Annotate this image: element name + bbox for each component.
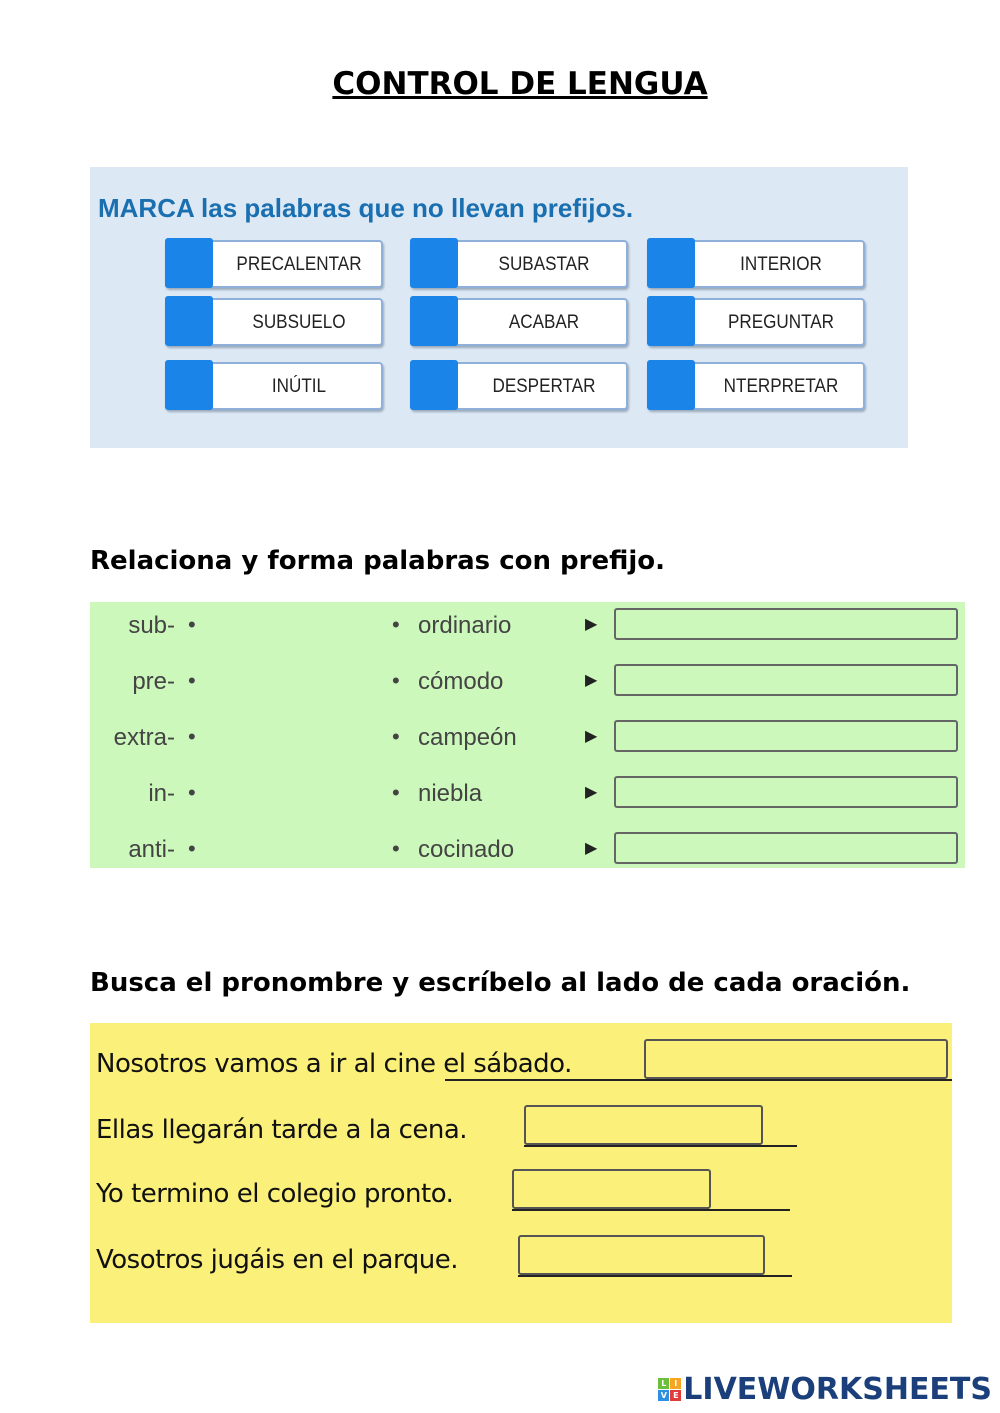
option-3[interactable]: SUBSUELO <box>165 296 383 346</box>
answer-input[interactable] <box>614 776 958 808</box>
sentence: Ellas llegarán tarde a la cena. <box>96 1115 468 1145</box>
sentence: Vosotros jugáis en el parque. <box>96 1245 458 1275</box>
option-7[interactable]: DESPERTAR <box>410 360 628 410</box>
arrow-icon: ▶ <box>585 728 598 745</box>
exercise-3-panel: Nosotros vamos a ir al cine el sábado. El… <box>90 1023 952 1323</box>
match-row: extra- • • campeón ▶ <box>90 718 965 758</box>
option-0[interactable]: PRECALENTAR <box>165 238 383 288</box>
option-label: PRECALENTAR <box>236 254 362 275</box>
arrow-icon: ▶ <box>585 672 598 689</box>
option-label: DESPERTAR <box>492 376 596 397</box>
page-title: CONTROL DE LENGUA <box>332 66 708 102</box>
prefix-dot[interactable]: • <box>188 724 196 749</box>
match-row: pre- • • cómodo ▶ <box>90 662 965 702</box>
exercise-2-instruction: Relaciona y forma palabras con prefijo. <box>90 546 666 576</box>
word-dot[interactable]: • <box>392 724 400 749</box>
option-2[interactable]: INTERIOR <box>647 238 865 288</box>
prefix: anti- <box>128 836 175 863</box>
exercise-1-panel: MARCA las palabras que no llevan prefijo… <box>90 167 908 448</box>
checkbox[interactable] <box>647 238 695 288</box>
option-5[interactable]: PREGUNTAR <box>647 296 865 346</box>
exercise-3-instruction: Busca el pronombre y escríbelo al lado d… <box>90 968 911 998</box>
checkbox[interactable] <box>410 296 458 346</box>
option-label: SUBSUELO <box>252 312 346 333</box>
option-label: INÚTIL <box>271 376 327 397</box>
option-label: ACABAR <box>508 312 580 333</box>
pronoun-answer-input[interactable] <box>518 1235 765 1275</box>
answer-input[interactable] <box>614 608 958 640</box>
option-1[interactable]: SUBASTAR <box>410 238 628 288</box>
answer-input[interactable] <box>614 720 958 752</box>
match-row: anti- • • cocinado ▶ <box>90 830 965 870</box>
option-label: PREGUNTAR <box>727 312 835 333</box>
prefix: sub- <box>128 612 175 639</box>
word: cocinado <box>418 836 515 863</box>
option-8[interactable]: NTERPRETAR <box>647 360 865 410</box>
option-label: NTERPRETAR <box>723 376 839 397</box>
answer-underline <box>518 1275 792 1277</box>
answer-underline <box>524 1145 797 1147</box>
prefix: pre- <box>132 668 175 695</box>
prefix-dot[interactable]: • <box>188 668 196 693</box>
checkbox[interactable] <box>647 360 695 410</box>
pronoun-answer-input[interactable] <box>512 1169 711 1209</box>
match-row: in- • • niebla ▶ <box>90 774 965 814</box>
answer-underline <box>445 1079 952 1081</box>
option-label: SUBASTAR <box>498 254 590 275</box>
answer-underline <box>512 1209 790 1211</box>
exercise-1-instruction: MARCA las palabras que no llevan prefijo… <box>98 193 634 223</box>
answer-input[interactable] <box>614 832 958 864</box>
arrow-icon: ▶ <box>585 840 598 857</box>
word-dot[interactable]: • <box>392 612 400 637</box>
word: campeón <box>418 724 517 751</box>
prefix-dot[interactable]: • <box>188 836 196 861</box>
prefix-dot[interactable]: • <box>188 780 196 805</box>
prefix-dot[interactable]: • <box>188 612 196 637</box>
checkbox[interactable] <box>165 238 213 288</box>
checkbox[interactable] <box>165 360 213 410</box>
checkbox[interactable] <box>410 238 458 288</box>
word-dot[interactable]: • <box>392 780 400 805</box>
match-row: sub- • • ordinario ▶ <box>90 606 965 646</box>
checkbox[interactable] <box>647 296 695 346</box>
checkbox[interactable] <box>165 296 213 346</box>
option-6[interactable]: INÚTIL <box>165 360 383 410</box>
word: cómodo <box>418 668 504 695</box>
pronoun-answer-input[interactable] <box>644 1039 948 1079</box>
checkbox[interactable] <box>410 360 458 410</box>
word: niebla <box>418 780 483 807</box>
pronoun-answer-input[interactable] <box>524 1105 763 1145</box>
word-dot[interactable]: • <box>392 836 400 861</box>
word: ordinario <box>418 612 512 639</box>
sentence: Nosotros vamos a ir al cine el sábado. <box>96 1049 572 1079</box>
prefix: extra- <box>113 724 175 751</box>
sentence: Yo termino el colegio pronto. <box>96 1179 454 1209</box>
word-dot[interactable]: • <box>392 668 400 693</box>
exercise-2-panel: sub- • • ordinario ▶ pre- • • cómodo ▶ extra- • • cam… <box>90 602 965 868</box>
answer-input[interactable] <box>614 664 958 696</box>
arrow-icon: ▶ <box>585 784 598 801</box>
arrow-icon: ▶ <box>585 616 598 633</box>
option-label: INTERIOR <box>740 254 822 275</box>
option-4[interactable]: ACABAR <box>410 296 628 346</box>
prefix: in- <box>148 780 175 807</box>
logo-text: LIVEWORKSHEETS <box>683 1372 992 1407</box>
